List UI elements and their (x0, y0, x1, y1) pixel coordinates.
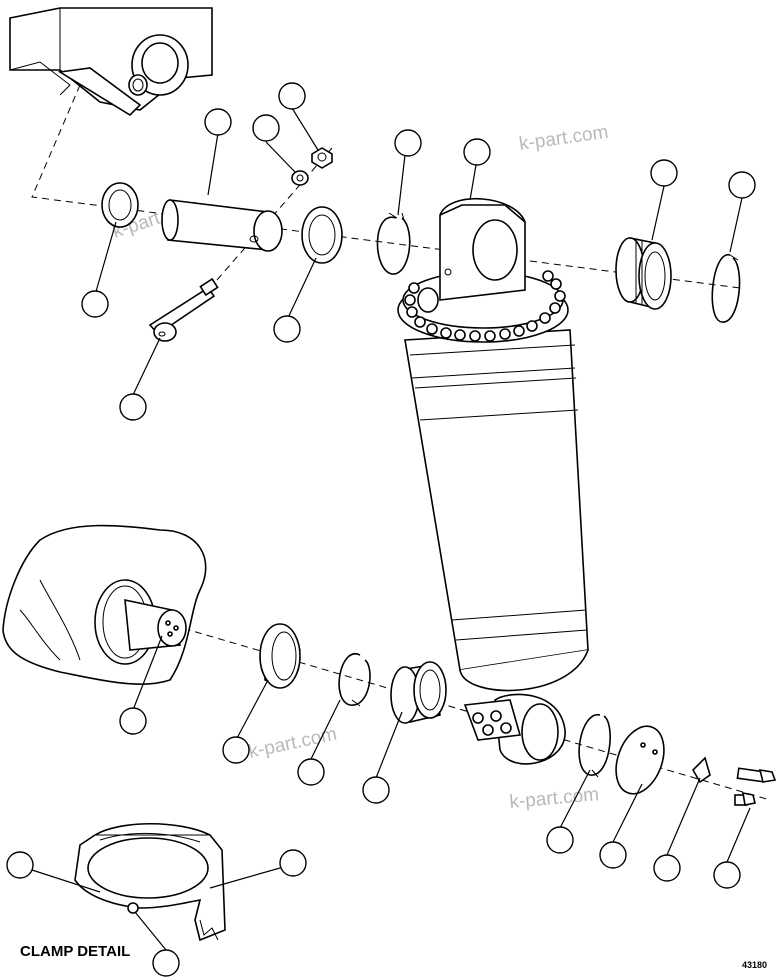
callout-balloons (6, 82, 756, 977)
upper-pin-set (101, 147, 411, 342)
watermark-bottom-right: k-part.com (509, 784, 600, 813)
clamp-detail-caption: CLAMP DETAIL (20, 943, 130, 960)
callout-balloon (279, 849, 307, 877)
hydraulic-cylinder (397, 197, 589, 765)
callout-balloon (81, 290, 109, 318)
upper-bearing-set (615, 237, 741, 323)
callout-balloon (222, 736, 250, 764)
callout-leaders (31, 107, 751, 951)
upper-mount-bracket (9, 7, 213, 117)
lower-frame-mount (2, 524, 207, 685)
callout-balloon (728, 171, 756, 199)
callout-balloon (713, 861, 741, 889)
callout-balloon (204, 108, 232, 136)
flange-bolts (404, 270, 566, 342)
callout-balloon (6, 851, 34, 879)
callout-balloon (278, 82, 306, 110)
callout-balloon (119, 707, 147, 735)
callout-balloon (463, 138, 491, 166)
lower-pin-set (259, 623, 777, 806)
callout-balloon (394, 129, 422, 157)
watermark-top-right: k-part.com (518, 122, 610, 155)
callout-balloon (653, 854, 681, 882)
callout-balloon (119, 393, 147, 421)
callout-balloon (650, 159, 678, 187)
callout-balloon (599, 841, 627, 869)
callout-balloon (362, 776, 390, 804)
callout-balloon (546, 826, 574, 854)
callout-balloon (252, 114, 280, 142)
callout-balloon (152, 949, 180, 977)
center-lines (31, 84, 771, 801)
callout-balloon (273, 315, 301, 343)
callout-balloon (297, 758, 325, 786)
drawing-number: 43180 (742, 960, 767, 970)
clamp-detail (74, 822, 226, 942)
